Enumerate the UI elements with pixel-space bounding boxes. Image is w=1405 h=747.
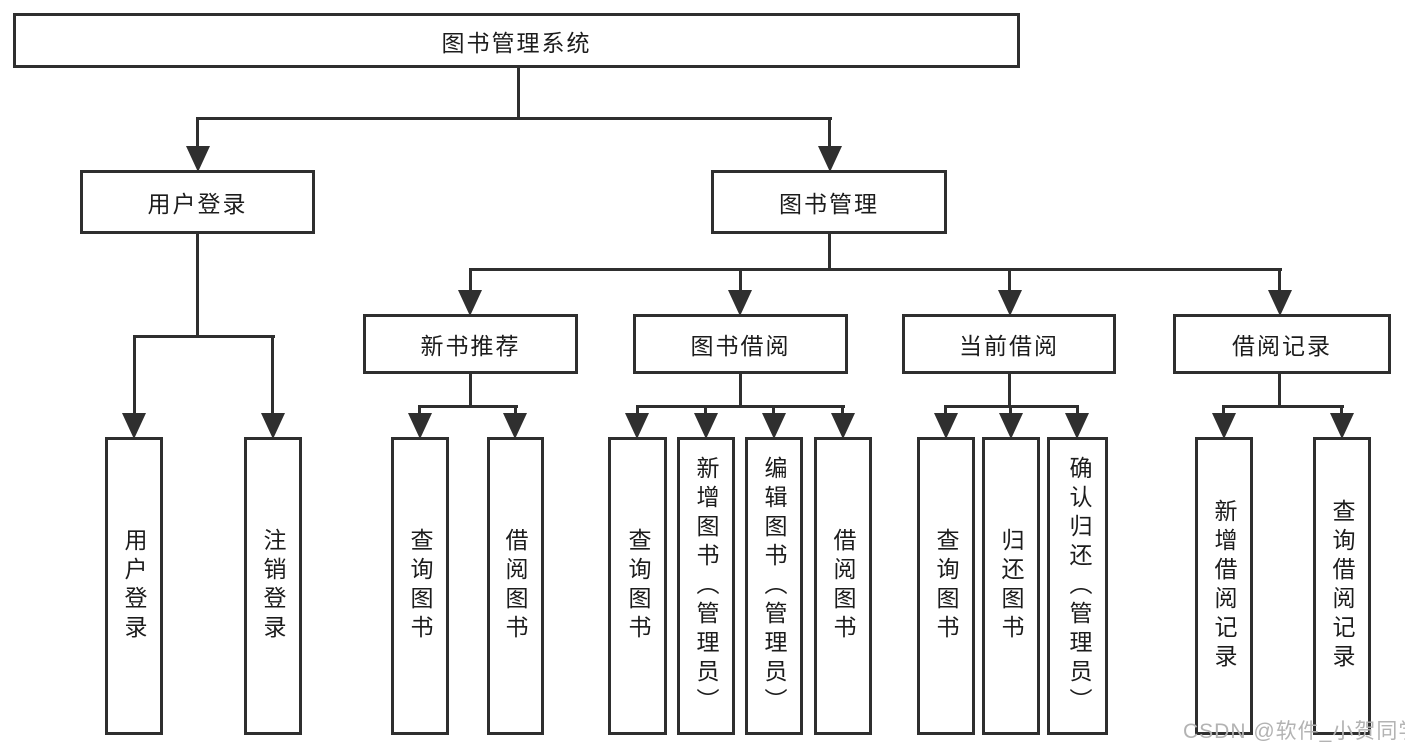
- arrow-down-icon: [458, 290, 482, 316]
- arrow-down-icon: [762, 413, 786, 439]
- connector-line: [418, 405, 421, 418]
- arrow-down-icon: [408, 413, 432, 439]
- connector-line: [828, 117, 831, 150]
- leaf-return-book: 归还图书: [982, 437, 1040, 735]
- connector-line: [704, 405, 707, 418]
- connector-line: [517, 66, 520, 119]
- node-book-management: 图书管理: [711, 170, 947, 234]
- node-current-borrow: 当前借阅: [902, 314, 1116, 374]
- arrow-down-icon: [503, 413, 527, 439]
- connector-line: [1008, 372, 1011, 408]
- connector-line: [636, 405, 639, 418]
- connector-line: [944, 405, 947, 418]
- connector-line: [772, 405, 775, 418]
- node-borrow-records: 借阅记录: [1173, 314, 1391, 374]
- connector-line: [1009, 405, 1012, 418]
- arrow-down-icon: [1330, 413, 1354, 439]
- arrow-down-icon: [1268, 290, 1292, 316]
- node-book-borrow: 图书借阅: [633, 314, 848, 374]
- watermark: CSDN @软件_小贺同学: [1183, 720, 1405, 743]
- leaf-query-borrow-record: 查询借阅记录: [1313, 437, 1371, 735]
- arrow-down-icon: [998, 290, 1022, 316]
- connector-line: [469, 268, 472, 296]
- connector-line: [196, 117, 832, 120]
- connector-line: [1222, 405, 1225, 418]
- connector-line: [1222, 405, 1344, 408]
- arrow-down-icon: [934, 413, 958, 439]
- arrow-down-icon: [818, 146, 842, 172]
- leaf-edit-book-admin: 编辑图书（管理员）: [745, 437, 803, 735]
- leaf-add-borrow-record: 新增借阅记录: [1195, 437, 1253, 735]
- arrow-down-icon: [694, 413, 718, 439]
- connector-line: [133, 335, 275, 338]
- leaf-query-books-recommend: 查询图书: [391, 437, 449, 735]
- connector-line: [1076, 405, 1079, 418]
- leaf-user-login: 用户登录: [105, 437, 163, 735]
- leaf-query-books-current: 查询图书: [917, 437, 975, 735]
- leaf-add-book-admin: 新增图书（管理员）: [677, 437, 735, 735]
- leaf-confirm-return-admin: 确认归还（管理员）: [1047, 437, 1108, 735]
- connector-line: [196, 234, 199, 338]
- connector-line: [514, 405, 517, 418]
- connector-line: [1278, 372, 1281, 408]
- arrow-down-icon: [1065, 413, 1089, 439]
- connector-line: [418, 405, 518, 408]
- leaf-query-books-borrow: 查询图书: [608, 437, 667, 735]
- connector-line: [196, 117, 199, 150]
- connector-line: [739, 372, 742, 408]
- node-root: 图书管理系统: [13, 13, 1020, 68]
- connector-line: [739, 268, 742, 296]
- connector-line: [636, 405, 845, 408]
- connector-line: [469, 372, 472, 408]
- arrow-down-icon: [186, 146, 210, 172]
- connector-line: [133, 335, 136, 417]
- connector-line: [828, 233, 831, 271]
- leaf-logout: 注销登录: [244, 437, 302, 735]
- connector-line: [469, 268, 1282, 271]
- connector-line: [271, 335, 274, 417]
- arrow-down-icon: [122, 413, 146, 439]
- arrow-down-icon: [1212, 413, 1236, 439]
- connector-line: [1278, 268, 1281, 296]
- leaf-borrow-books-recommend: 借阅图书: [487, 437, 544, 735]
- arrow-down-icon: [831, 413, 855, 439]
- node-new-book-recommend: 新书推荐: [363, 314, 578, 374]
- node-user-login: 用户登录: [80, 170, 315, 234]
- leaf-borrow-books: 借阅图书: [814, 437, 872, 735]
- arrow-down-icon: [999, 413, 1023, 439]
- arrow-down-icon: [625, 413, 649, 439]
- arrow-down-icon: [728, 290, 752, 316]
- arrow-down-icon: [261, 413, 285, 439]
- connector-line: [841, 405, 844, 418]
- connector-line: [1340, 405, 1343, 418]
- connector-line: [1008, 268, 1011, 296]
